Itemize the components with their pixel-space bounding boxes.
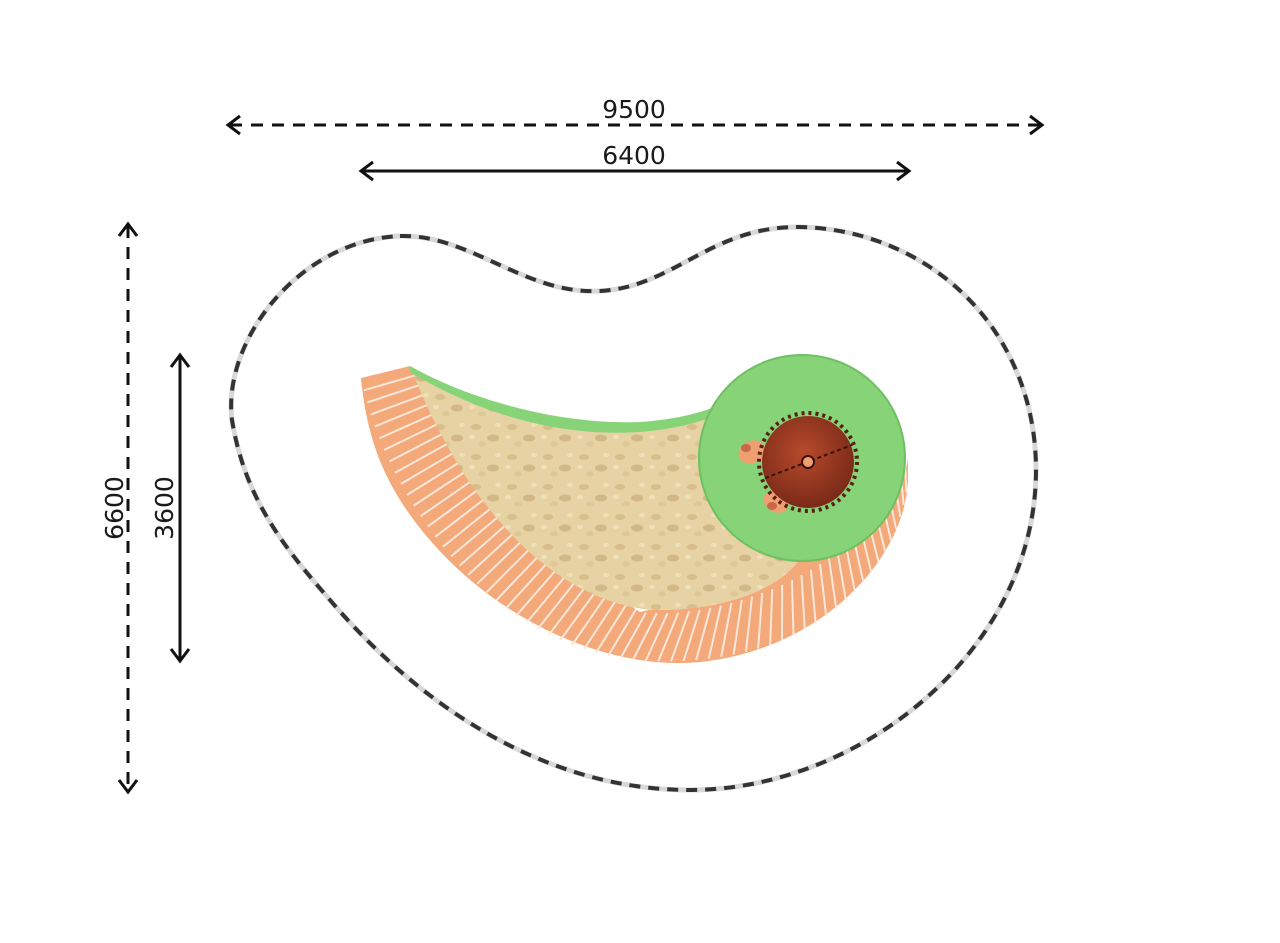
bench-border bbox=[361, 366, 908, 664]
bench-plank-gap bbox=[366, 383, 422, 404]
bench-plank-gap bbox=[632, 612, 658, 660]
bench-plank-gap bbox=[769, 589, 774, 645]
bench-plank-gap bbox=[657, 612, 680, 662]
grass-strip bbox=[410, 366, 760, 433]
bench-plank-gap bbox=[800, 575, 806, 630]
dimension-equipment-depth: 3600 bbox=[150, 352, 191, 664]
dimension-overall-depth: 6600 bbox=[100, 221, 139, 795]
bench-plank-gap bbox=[827, 557, 838, 609]
bench-plank-gap bbox=[720, 602, 733, 658]
bench-plank-gap bbox=[670, 611, 690, 662]
hedgehog-center-cap bbox=[801, 455, 815, 469]
dimension-overall-width: 9500 bbox=[225, 95, 1045, 136]
bench-plank-gap bbox=[682, 609, 701, 662]
bench-plank-gap bbox=[809, 569, 817, 624]
arrowhead-right-icon bbox=[1029, 114, 1045, 136]
bench-plank-gap bbox=[695, 607, 712, 661]
hedgehog-figure bbox=[738, 411, 859, 513]
safety-zone-outline bbox=[229, 224, 1039, 793]
arrowhead-left-icon bbox=[225, 114, 241, 136]
hedgehog-nose-upper-tip bbox=[741, 444, 751, 452]
bench-plank-gap bbox=[583, 596, 620, 650]
dimension-label-6600: 6600 bbox=[100, 476, 129, 540]
grass-platform-rim bbox=[698, 354, 906, 562]
hedgehog-nose-lower-tip bbox=[767, 502, 777, 510]
arrowhead-right-icon bbox=[896, 160, 912, 182]
bench-plank-gap bbox=[607, 608, 637, 657]
arrowhead-left-icon bbox=[358, 160, 374, 182]
bench-plank-gap bbox=[904, 468, 908, 493]
bench-plank-gap bbox=[644, 612, 669, 662]
bench-plank-gap bbox=[744, 596, 754, 652]
bench-plank-gap bbox=[819, 563, 828, 617]
bench-plank-gap bbox=[383, 419, 446, 451]
bench-plank-gap bbox=[363, 374, 416, 392]
bench-plank-gap bbox=[757, 592, 764, 649]
bench-plank-gap bbox=[844, 544, 856, 593]
hedgehog-spike-ring bbox=[757, 411, 859, 513]
arrowhead-down-icon bbox=[117, 779, 139, 795]
bench-plank-gap bbox=[571, 590, 611, 646]
bench-plank-gap bbox=[595, 602, 628, 654]
bench-plank-gap bbox=[370, 392, 428, 416]
dimension-equipment-width: 6400 bbox=[358, 141, 912, 182]
hedgehog-shell-seam bbox=[764, 444, 853, 479]
arrowhead-down-icon bbox=[169, 648, 191, 664]
bench-plank-gap bbox=[374, 401, 434, 428]
bench-plank-gap bbox=[732, 599, 743, 655]
bench-plank-gap bbox=[619, 612, 647, 659]
dimension-label-6400: 6400 bbox=[602, 141, 666, 170]
arrowhead-up-icon bbox=[117, 221, 139, 237]
bench-plank-gap bbox=[836, 551, 847, 601]
arrowhead-up-icon bbox=[169, 352, 191, 368]
bench-plank-gap bbox=[707, 605, 722, 659]
bench-plank-gap bbox=[790, 580, 795, 636]
bench-plank-gap bbox=[379, 410, 440, 440]
dimension-label-9500: 9500 bbox=[602, 95, 666, 124]
dimension-label-3600: 3600 bbox=[150, 476, 179, 540]
bench-plank-gap bbox=[389, 428, 452, 463]
